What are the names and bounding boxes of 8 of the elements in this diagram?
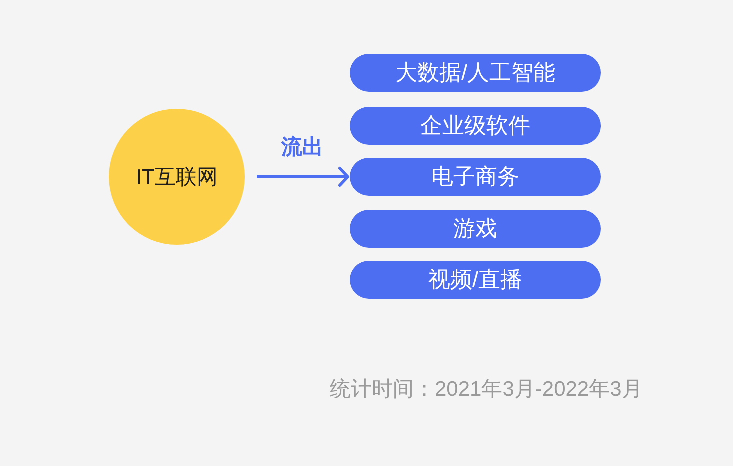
caption: 统计时间：2021年3月-2022年3月	[330, 377, 643, 403]
label-pill: 企业级软件	[350, 107, 601, 145]
label-pill: 大数据/人工智能	[350, 54, 601, 92]
category-circle: IT互联网	[109, 109, 245, 245]
label-pill: 游戏	[350, 210, 601, 248]
arrow	[257, 167, 350, 187]
label-pill: 视频/直播	[350, 261, 601, 299]
label-pill: 电子商务	[350, 158, 601, 196]
